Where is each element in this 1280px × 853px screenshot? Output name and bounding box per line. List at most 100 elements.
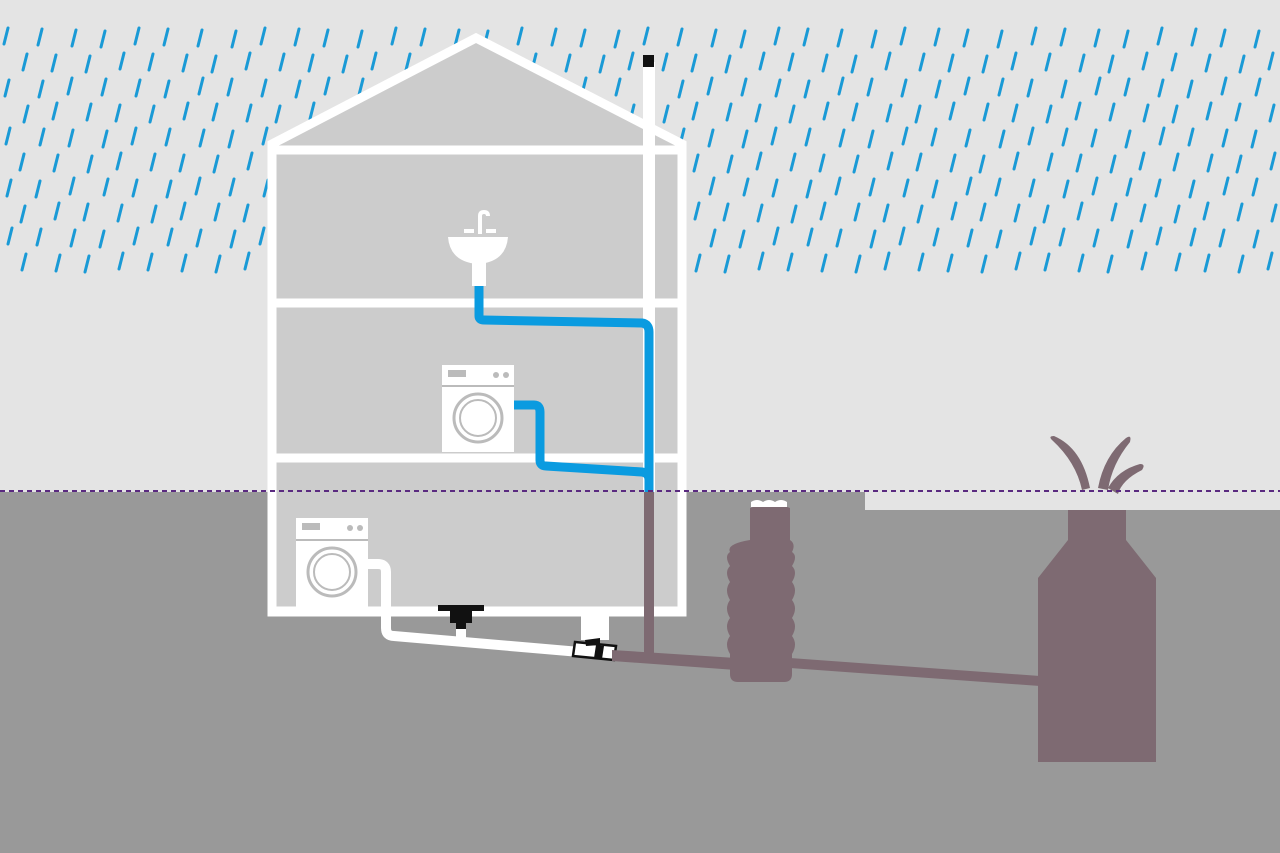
rain-drop <box>35 227 43 247</box>
rain-drop <box>1091 176 1099 196</box>
rain-drop <box>773 26 781 46</box>
rain-drop <box>68 176 76 196</box>
rain-drop <box>1221 128 1229 148</box>
washer-door <box>452 392 504 444</box>
sewer-pipe-house <box>612 650 736 670</box>
rain-drop <box>294 79 302 99</box>
rain-drop <box>1094 76 1102 96</box>
rain-drop <box>1236 202 1244 222</box>
rain-drop <box>242 203 250 223</box>
rain-drop <box>150 204 158 224</box>
rain-drop <box>102 177 110 197</box>
rain-drop <box>979 202 987 222</box>
rain-drop <box>853 202 861 222</box>
rain-drop <box>54 253 62 273</box>
rain-drop <box>1125 177 1133 197</box>
rain-drop <box>755 151 763 171</box>
washer-window <box>459 399 497 437</box>
rain-drop <box>1171 104 1179 124</box>
inspection-shaft-body <box>727 504 795 682</box>
rain-drop <box>258 226 266 246</box>
rain-drop <box>196 28 204 48</box>
rain-drop <box>980 254 988 274</box>
rain-drop <box>966 228 974 248</box>
rain-drop <box>1141 51 1149 71</box>
sewer-manhole <box>1038 510 1156 762</box>
washer-display <box>448 370 466 377</box>
rain-drop <box>1268 103 1276 123</box>
rain-drop <box>4 126 12 146</box>
basement-drain-pipe <box>368 559 581 657</box>
rain-drop <box>162 27 170 47</box>
rain-drop <box>212 154 220 174</box>
vent-cap <box>643 55 654 67</box>
rain-drop <box>1012 151 1020 171</box>
rain-drop <box>214 254 222 274</box>
washer-knob <box>493 372 499 378</box>
rain-drop <box>994 177 1002 197</box>
rain-drop <box>100 77 108 97</box>
rain-drop <box>259 26 267 46</box>
rain-drop <box>453 28 461 48</box>
rain-drop <box>1266 251 1274 271</box>
sink-faucet <box>478 209 490 234</box>
rain-drop <box>1106 254 1114 274</box>
rain-drop <box>822 101 830 121</box>
rain-drop <box>852 154 860 174</box>
rain-drop <box>806 227 814 247</box>
rain-drop <box>1237 254 1245 274</box>
rain-drop <box>36 27 44 47</box>
rain-drop <box>854 254 862 274</box>
rain-drop <box>886 151 894 171</box>
rain-drop <box>1043 252 1051 272</box>
rain-drop <box>148 104 156 124</box>
rain-drop <box>308 101 316 121</box>
rain-drop <box>1189 227 1197 247</box>
rain-drop <box>84 54 92 74</box>
rain-drop <box>916 204 924 224</box>
rain-drop <box>70 28 78 48</box>
rain-drop <box>1092 228 1100 248</box>
rain-drop <box>1027 126 1035 146</box>
rain-drop <box>390 26 398 46</box>
rain-drop <box>867 129 875 149</box>
rain-drop <box>22 104 30 124</box>
rain-drop <box>710 28 718 48</box>
rain-drop <box>838 128 846 148</box>
rain-drop <box>1076 201 1084 221</box>
rain-drop <box>1170 52 1178 72</box>
rain-drop <box>98 229 106 249</box>
rain-drop <box>116 203 124 223</box>
rain-drop <box>1205 101 1213 121</box>
washer-display <box>302 523 320 530</box>
rain-drop <box>1138 151 1146 171</box>
rain-drop <box>1251 177 1259 197</box>
rain-drop <box>69 228 77 248</box>
rain-drop <box>803 79 811 99</box>
rain-drop <box>882 203 890 223</box>
rain-drop <box>1123 77 1131 97</box>
washer-drain-pipe <box>514 400 654 481</box>
rain-drop <box>564 53 572 73</box>
rain-drop <box>661 52 669 72</box>
rain-drop <box>1110 202 1118 222</box>
rain-drop <box>1010 51 1018 71</box>
rain-drop <box>1042 204 1050 224</box>
rain-drop <box>164 127 172 147</box>
sink <box>448 209 508 286</box>
rain-drop <box>278 52 286 72</box>
rain-drop <box>900 78 908 98</box>
rain-drop <box>1059 27 1067 47</box>
rain-drop <box>1126 229 1134 249</box>
rain-drop <box>1186 79 1194 99</box>
rain-drop <box>1173 204 1181 224</box>
washer-knob <box>503 372 509 378</box>
rain-drop <box>260 78 268 98</box>
rain-drop <box>964 128 972 148</box>
rain-drop <box>934 79 942 99</box>
house-attic <box>272 38 682 146</box>
rain-drop <box>356 29 364 49</box>
rain-drop <box>1139 203 1147 223</box>
rain-drop <box>914 104 922 124</box>
